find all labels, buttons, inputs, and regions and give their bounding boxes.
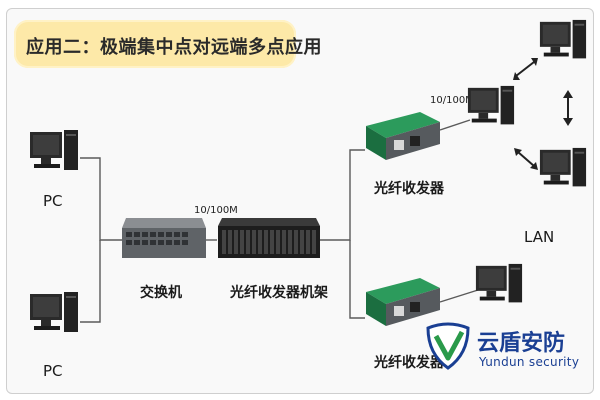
computer-icon [539, 19, 587, 59]
computer-icon [467, 85, 515, 125]
diagram-title: 应用二：极端集中点对远端多点应用 [26, 37, 322, 58]
title-banner [14, 20, 296, 68]
switch-label: 交换机 [140, 285, 182, 301]
fiber-transceiver-icon [366, 278, 440, 326]
shield-logo-icon [426, 322, 470, 370]
speed-label-top: 10/100M [430, 95, 474, 106]
logo-subtitle: Yundun security [479, 355, 580, 369]
computer-icon [30, 130, 78, 170]
transceiver-label-top: 光纤收发器 [374, 181, 444, 197]
rack-icon [218, 218, 320, 258]
computer-icon [475, 263, 523, 303]
pc-label-top: PC [43, 192, 63, 210]
fiber-transceiver-icon [366, 112, 440, 160]
logo-name: 云盾安防 [477, 331, 566, 356]
transceiver-label-bottom: 光纤收发器 [374, 355, 444, 371]
pc-label-bottom: PC [43, 362, 63, 380]
computer-icon [30, 292, 78, 332]
diagram-frame [6, 8, 594, 394]
lan-label: LAN [524, 228, 555, 246]
double-arrow-icon [513, 58, 573, 170]
switch-icon [122, 218, 206, 258]
computer-icon [539, 147, 587, 187]
speed-label-rack: 10/100M [194, 205, 238, 216]
rack-label: 光纤收发器机架 [230, 285, 328, 301]
